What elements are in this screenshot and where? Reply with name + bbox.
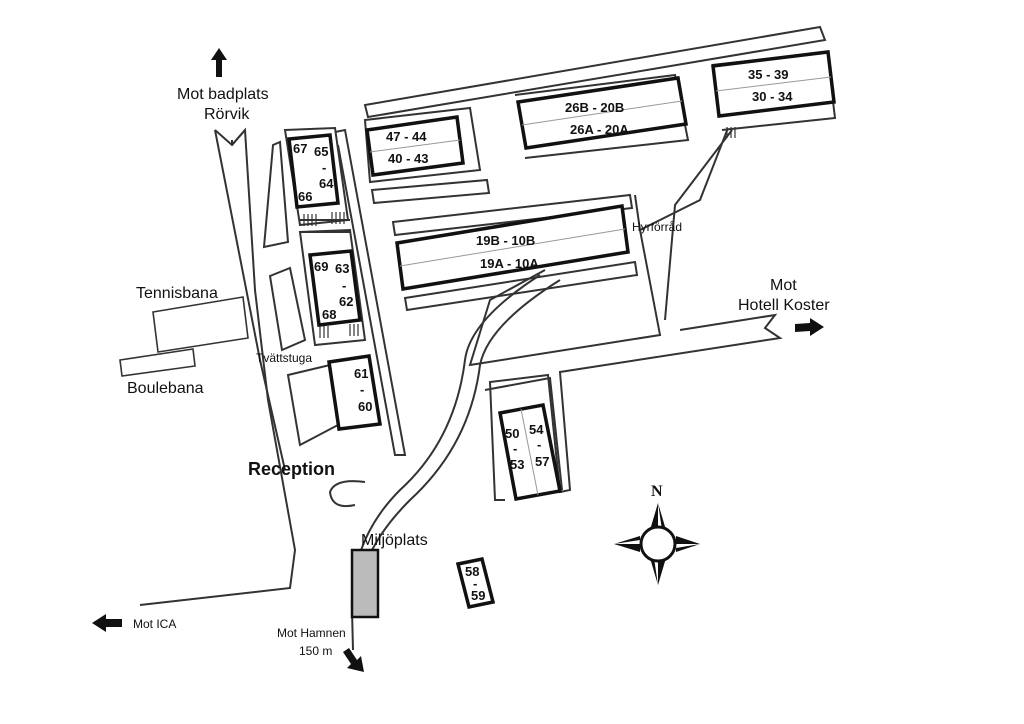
miljoplats-area [350,548,380,619]
building-69-62[interactable]: 69 63 - 62 68 [308,249,362,327]
label-hamnen-2: 150 m [299,644,332,658]
steps-67 [303,212,345,226]
road-northeast [639,127,733,321]
strip-under-47 [370,178,491,205]
road-main-inner-edge [214,129,286,471]
building-67-64[interactable]: 67 65 - 64 66 [287,133,340,209]
b58-a: 58 [465,564,479,579]
building-26a-label: 26A - 20A [570,122,629,137]
building-19-10[interactable]: 19B - 10B 19A - 10A [395,203,630,292]
b67-d: 66 [298,189,312,204]
enclosure-69 [298,228,367,347]
label-mot-ica: Mot ICA [133,617,176,631]
label-miljoplats: Miljöplats [361,532,428,549]
b69-a: 69 [314,259,328,274]
building-35-label: 35 - 39 [748,67,788,82]
b67-dash: - [322,160,326,175]
b69-b: 63 [335,261,349,276]
label-badplats-1: Mot badplats [177,86,269,103]
strip-reception [268,266,307,352]
building-40-label: 40 - 43 [388,151,428,166]
b69-dash: - [342,278,346,293]
enclosure-50 [484,376,563,491]
b61-b: 60 [358,399,372,414]
b50-dash2: - [537,437,541,452]
label-hamnen-1: Mot Hamnen [277,626,346,640]
reception-hook [328,480,366,508]
b69-d: 68 [322,307,336,322]
b50-a: 50 [505,426,519,441]
b67-b: 65 [314,144,328,159]
steps [303,127,736,338]
compass-rose-icon: N [614,483,700,585]
b69-c: 62 [339,294,353,309]
building-26[interactable]: 26B - 20B 26A - 20A [515,76,689,150]
boulebana-court [119,348,196,377]
b67-c: 64 [319,176,334,191]
building-58-59[interactable]: 58 - 59 [455,556,496,610]
arrow-southeast-icon [343,648,364,672]
road-east [468,194,662,367]
building-35-30[interactable]: 35 - 39 30 - 34 [711,50,836,118]
label-koster-2: Hotell Koster [738,297,830,314]
building-26b-label: 26B - 20B [565,100,624,115]
b67-a: 67 [293,141,307,156]
strip-above-19 [391,193,634,237]
b50-c: 54 [529,422,544,437]
road-main-east-edge [231,129,246,146]
b50-b: 53 [510,457,524,472]
building-47-40[interactable]: 47 - 44 40 - 43 [365,115,465,177]
arrow-west-icon [92,614,122,632]
label-boulebana: Boulebana [127,380,204,397]
building-61-60[interactable]: 61 - 60 [327,354,383,431]
b58-b: 59 [471,588,485,603]
compass-n-label: N [651,483,663,500]
tennisbana-court [152,296,249,353]
label-hyrforrad: Hyrförråd [632,220,682,234]
arrow-north-icon [211,48,227,77]
building-19a-label: 19A - 10A [480,256,539,271]
road-north [363,25,827,119]
label-koster-1: Mot [770,277,797,294]
b58-dash: - [473,576,477,591]
building-30-label: 30 - 34 [752,89,793,104]
arrow-east-icon [795,318,824,336]
b50-d: 57 [535,454,549,469]
building-19b-label: 19B - 10B [476,233,535,248]
label-badplats-2: Rörvik [204,106,250,123]
enclosure-47 [363,106,482,184]
strip-left-67 [262,140,290,249]
road-hamnen-curve-2 [357,279,561,601]
building-47-label: 47 - 44 [386,129,427,144]
b61-dash: - [360,382,364,397]
steps-69 [319,324,359,338]
label-tennisbana: Tennisbana [136,285,218,302]
label-reception: Reception [248,459,335,479]
b61-a: 61 [354,366,368,381]
steps-35 [726,127,736,138]
building-50-57[interactable]: 50 - 53 54 - 57 [497,402,563,502]
strip-below-19 [403,260,639,312]
road-koster [488,313,783,501]
label-tvattstuga: Tvättstuga [256,351,312,365]
road-central-west [334,128,407,456]
b50-dash1: - [513,441,517,456]
roads [139,25,837,651]
